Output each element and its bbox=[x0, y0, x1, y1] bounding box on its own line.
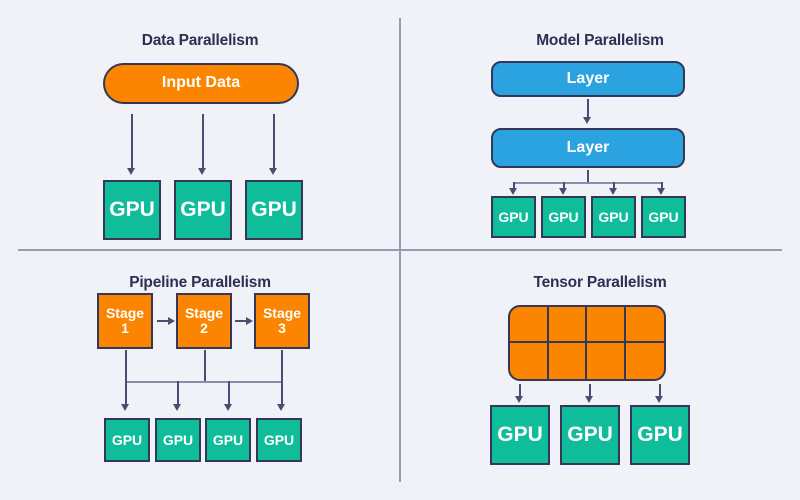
tensor-cell bbox=[510, 343, 549, 379]
connector-line bbox=[204, 350, 206, 382]
connector-line bbox=[587, 99, 589, 119]
connector-line bbox=[157, 320, 169, 322]
arrow-head-icon bbox=[173, 404, 181, 411]
connector-bus bbox=[513, 182, 661, 184]
arrow-head-icon bbox=[224, 404, 232, 411]
tensor-cell bbox=[626, 343, 665, 379]
arrow-head-icon bbox=[121, 404, 129, 411]
connector-line bbox=[589, 384, 591, 398]
connector-line bbox=[177, 381, 179, 406]
title-tensor-parallelism: Tensor Parallelism bbox=[533, 274, 667, 291]
gpu-node[interactable]: GPU bbox=[491, 196, 536, 238]
connector-line bbox=[613, 182, 615, 190]
connector-line bbox=[202, 114, 204, 169]
gpu-node[interactable]: GPU bbox=[630, 405, 690, 465]
layer-node[interactable]: Layer bbox=[491, 61, 685, 97]
stage-label: Stage bbox=[105, 305, 145, 322]
gpu-node[interactable]: GPU bbox=[104, 418, 150, 462]
tensor-grid[interactable] bbox=[508, 305, 666, 381]
horizontal-divider bbox=[18, 249, 782, 251]
arrow-head-icon bbox=[583, 117, 591, 124]
stage-node[interactable]: Stage 1 bbox=[97, 293, 153, 349]
connector-line bbox=[563, 182, 565, 190]
arrow-head-icon bbox=[515, 396, 523, 403]
gpu-node[interactable]: GPU bbox=[560, 405, 620, 465]
connector-line bbox=[659, 384, 661, 398]
title-model-parallelism: Model Parallelism bbox=[536, 32, 664, 49]
gpu-node[interactable]: GPU bbox=[490, 405, 550, 465]
connector-bus bbox=[125, 381, 283, 383]
title-data-parallelism: Data Parallelism bbox=[141, 32, 259, 49]
tensor-cell bbox=[625, 307, 664, 343]
arrow-head-icon bbox=[127, 168, 135, 175]
arrow-head-icon bbox=[509, 188, 517, 195]
gpu-node[interactable]: GPU bbox=[174, 180, 232, 240]
quadrant-pipeline-parallelism: Pipeline Parallelism bbox=[0, 250, 400, 500]
connector-line bbox=[125, 350, 127, 382]
gpu-node[interactable]: GPU bbox=[155, 418, 201, 462]
gpu-node[interactable]: GPU bbox=[641, 196, 686, 238]
connector-line bbox=[281, 381, 283, 406]
quadrant-data-parallelism: Data Parallelism bbox=[0, 0, 400, 250]
arrow-head-icon bbox=[168, 317, 175, 325]
connector-line bbox=[235, 320, 247, 322]
gpu-node[interactable]: GPU bbox=[591, 196, 636, 238]
tensor-cell bbox=[587, 343, 626, 379]
tensor-cell bbox=[548, 307, 587, 343]
connector-line bbox=[661, 182, 663, 190]
gpu-node[interactable]: GPU bbox=[541, 196, 586, 238]
arrow-head-icon bbox=[609, 188, 617, 195]
gpu-node[interactable]: GPU bbox=[205, 418, 251, 462]
connector-line bbox=[228, 381, 230, 406]
arrow-head-icon bbox=[655, 396, 663, 403]
arrow-head-icon bbox=[585, 396, 593, 403]
connector-line bbox=[513, 182, 515, 190]
gpu-node[interactable]: GPU bbox=[103, 180, 161, 240]
connector-line bbox=[519, 384, 521, 398]
stage-index: 3 bbox=[278, 320, 286, 336]
stage-index: 1 bbox=[121, 320, 129, 336]
connector-stem bbox=[587, 170, 589, 183]
arrow-head-icon bbox=[657, 188, 665, 195]
stage-index: 2 bbox=[200, 320, 208, 336]
tensor-cell bbox=[587, 307, 626, 343]
quadrant-tensor-parallelism: Tensor Parallelism bbox=[400, 250, 800, 500]
gpu-node[interactable]: GPU bbox=[245, 180, 303, 240]
stage-node[interactable]: Stage 3 bbox=[254, 293, 310, 349]
arrow-head-icon bbox=[269, 168, 277, 175]
stage-label: Stage bbox=[184, 305, 224, 322]
tensor-cell bbox=[510, 307, 549, 343]
input-data-node[interactable]: Input Data bbox=[103, 63, 299, 104]
layer-node[interactable]: Layer bbox=[491, 128, 685, 168]
stage-label: Stage bbox=[262, 305, 302, 322]
connector-line bbox=[273, 114, 275, 169]
connector-line bbox=[125, 381, 127, 406]
tensor-cell bbox=[549, 343, 587, 379]
arrow-head-icon bbox=[198, 168, 206, 175]
gpu-node[interactable]: GPU bbox=[256, 418, 302, 462]
arrow-head-icon bbox=[277, 404, 285, 411]
arrow-head-icon bbox=[246, 317, 253, 325]
stage-node[interactable]: Stage 2 bbox=[176, 293, 232, 349]
arrow-head-icon bbox=[559, 188, 567, 195]
quadrant-model-parallelism: Model Parallelism Layer Layer GPU GPU GP… bbox=[400, 0, 800, 250]
connector-line bbox=[131, 114, 133, 169]
title-pipeline-parallelism: Pipeline Parallelism bbox=[129, 274, 271, 291]
connector-line bbox=[281, 350, 283, 382]
